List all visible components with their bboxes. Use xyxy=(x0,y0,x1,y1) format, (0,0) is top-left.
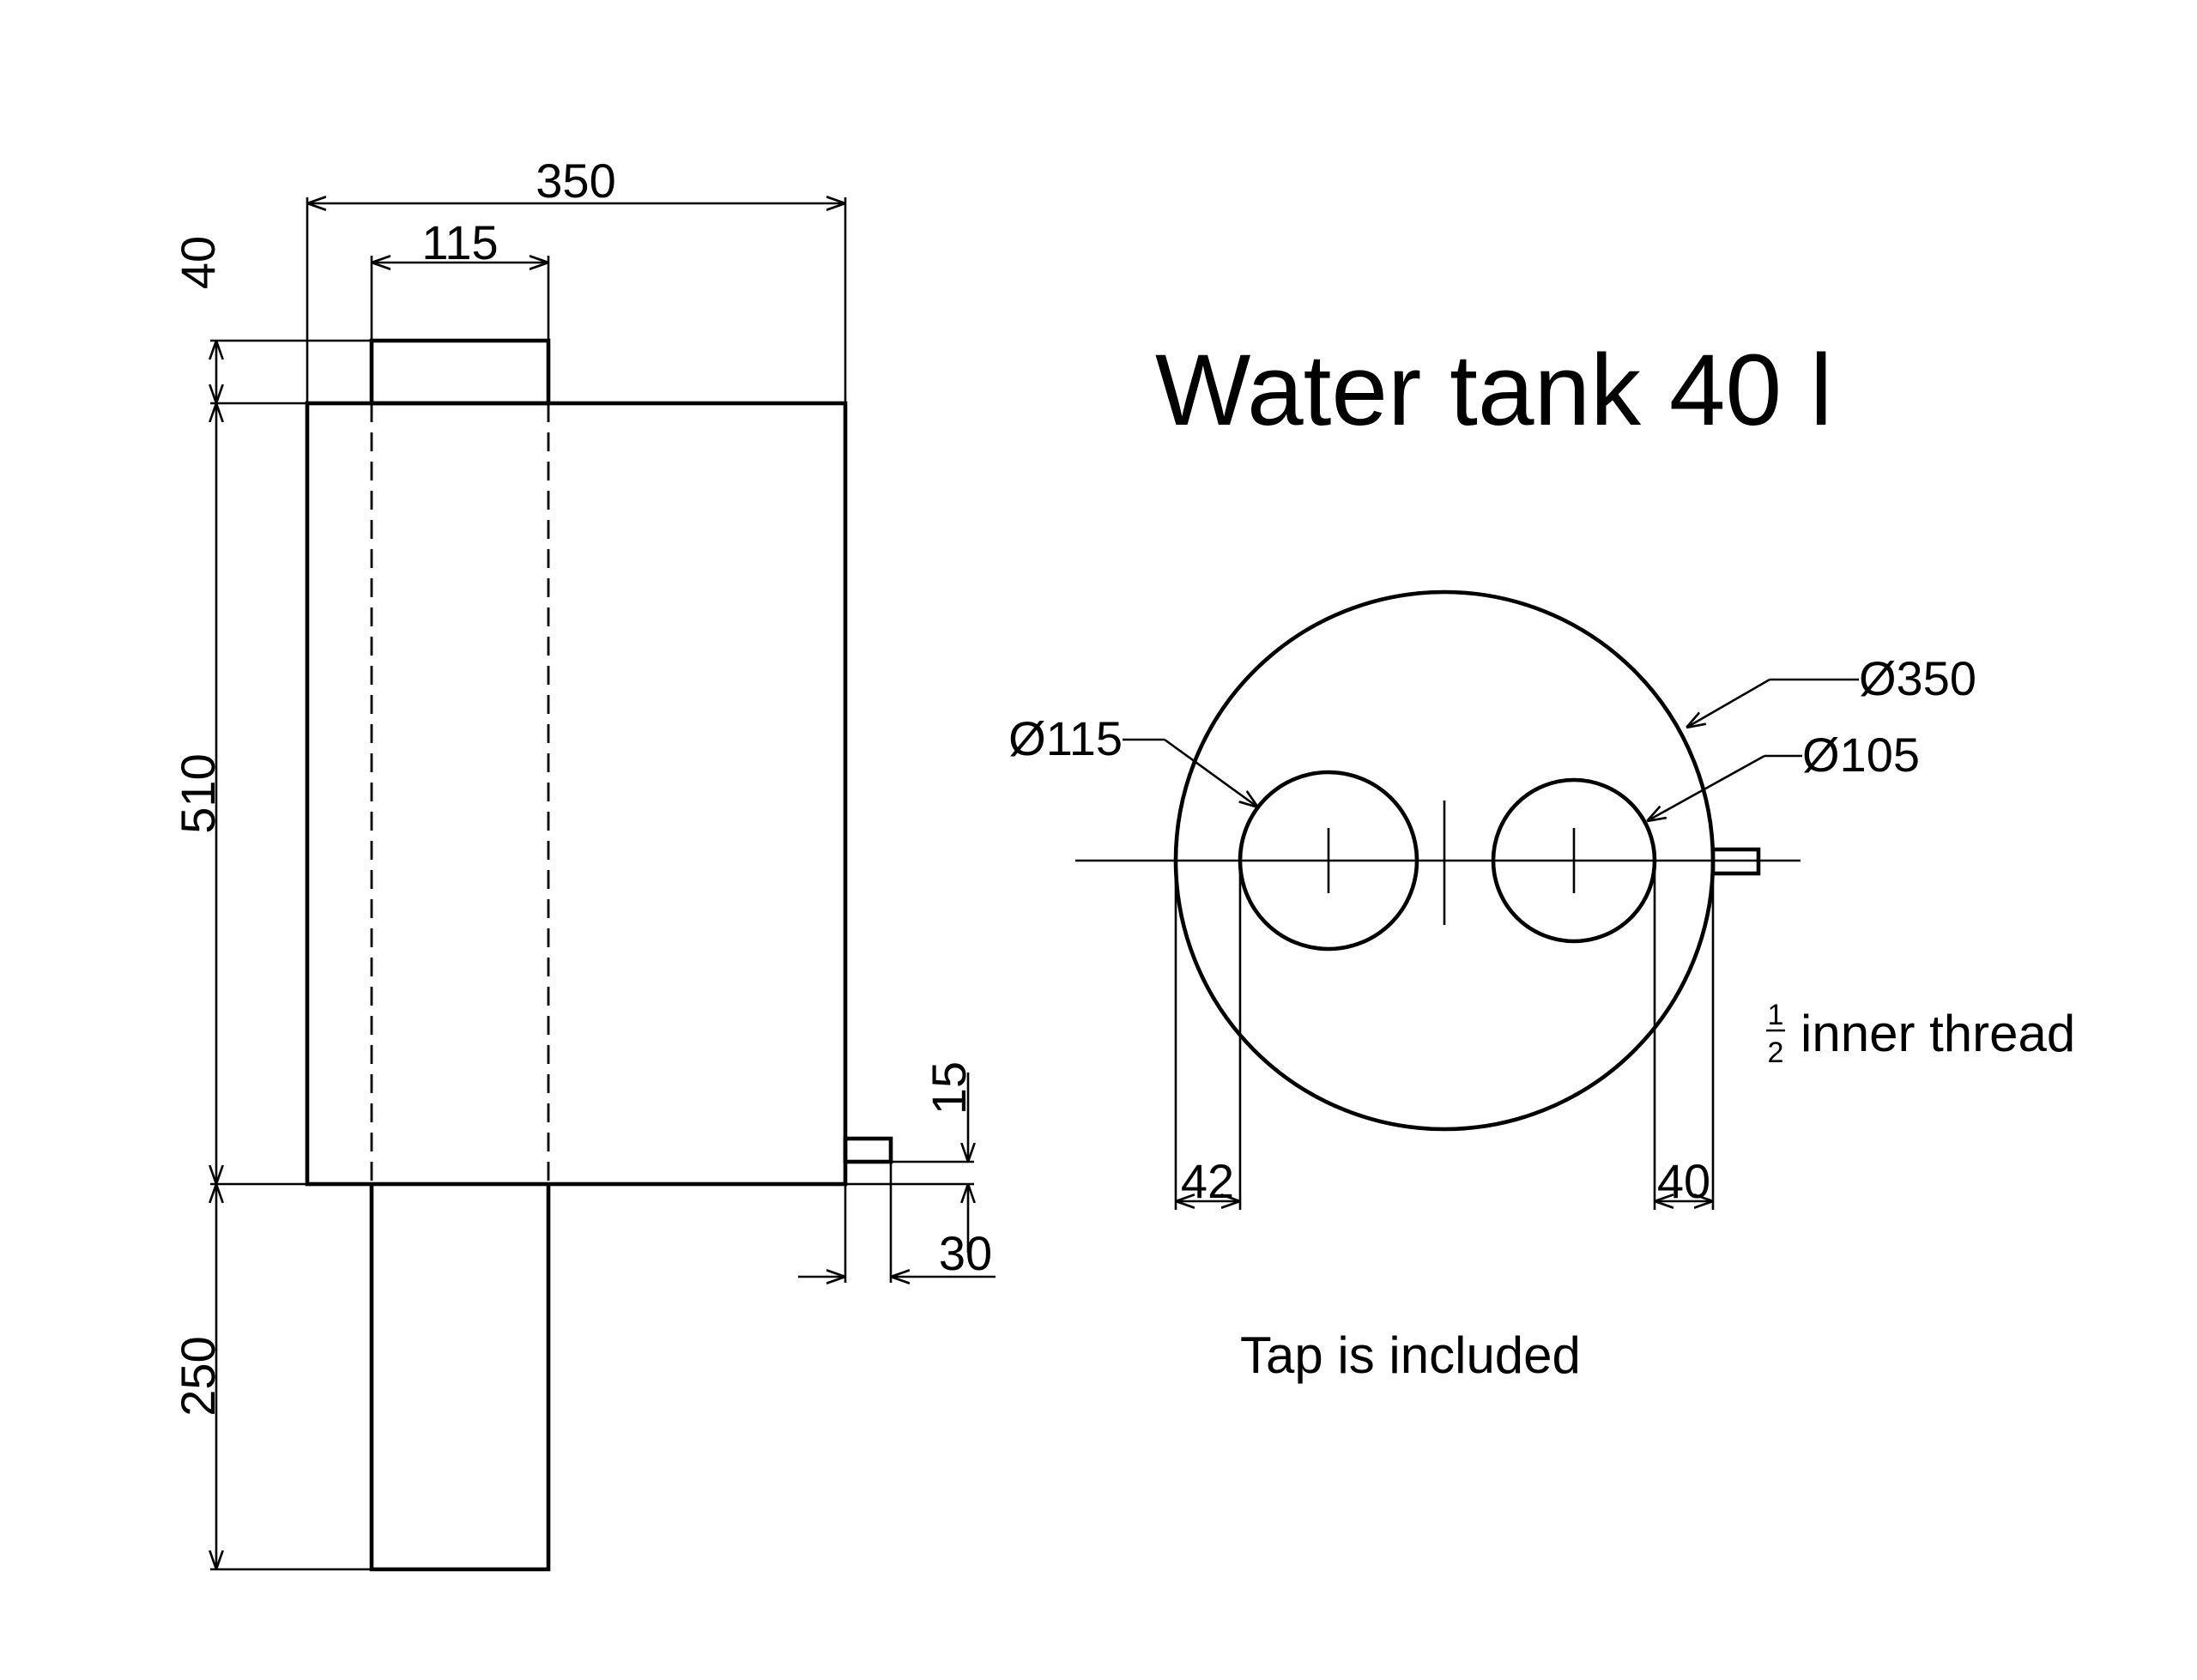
drawing-title: Water tank 40 l xyxy=(1155,334,1832,447)
dia-115: Ø115 xyxy=(1008,711,1123,765)
thread-note-text: inner thread xyxy=(1801,1005,2075,1062)
top-view: Ø350 Ø115 Ø105 42 40 xyxy=(1008,589,1976,1210)
tap-note: Tap is included xyxy=(1240,1326,1581,1384)
dim-510: 510 xyxy=(171,753,225,833)
thread-fraction-den: 2 xyxy=(1768,1036,1784,1069)
dim-115: 115 xyxy=(421,215,498,269)
dia-350: Ø350 xyxy=(1859,651,1976,705)
pipe-top-stub xyxy=(369,338,551,406)
thread-note: 1 2 inner thread xyxy=(1766,999,2075,1069)
dim-15: 15 xyxy=(922,1061,976,1115)
pipe-bottom xyxy=(369,1184,551,1572)
dim-40: 40 xyxy=(171,236,225,289)
dim-30: 30 xyxy=(939,1226,992,1280)
dim-40-top: 40 xyxy=(1657,1154,1710,1208)
tank-body xyxy=(305,401,848,1187)
dim-250: 250 xyxy=(171,1336,225,1416)
dim-350: 350 xyxy=(536,154,615,208)
thread-fraction-num: 1 xyxy=(1768,999,1784,1031)
dim-42: 42 xyxy=(1181,1154,1234,1208)
dia-105: Ø105 xyxy=(1802,728,1920,782)
side-view: 350 115 40 510 250 15 30 xyxy=(171,154,996,1572)
leader-105-arrow xyxy=(1647,754,1765,821)
leader-350-arrow xyxy=(1686,678,1770,728)
tap-stub xyxy=(843,1136,893,1164)
leader-115-arrow xyxy=(1164,738,1258,807)
